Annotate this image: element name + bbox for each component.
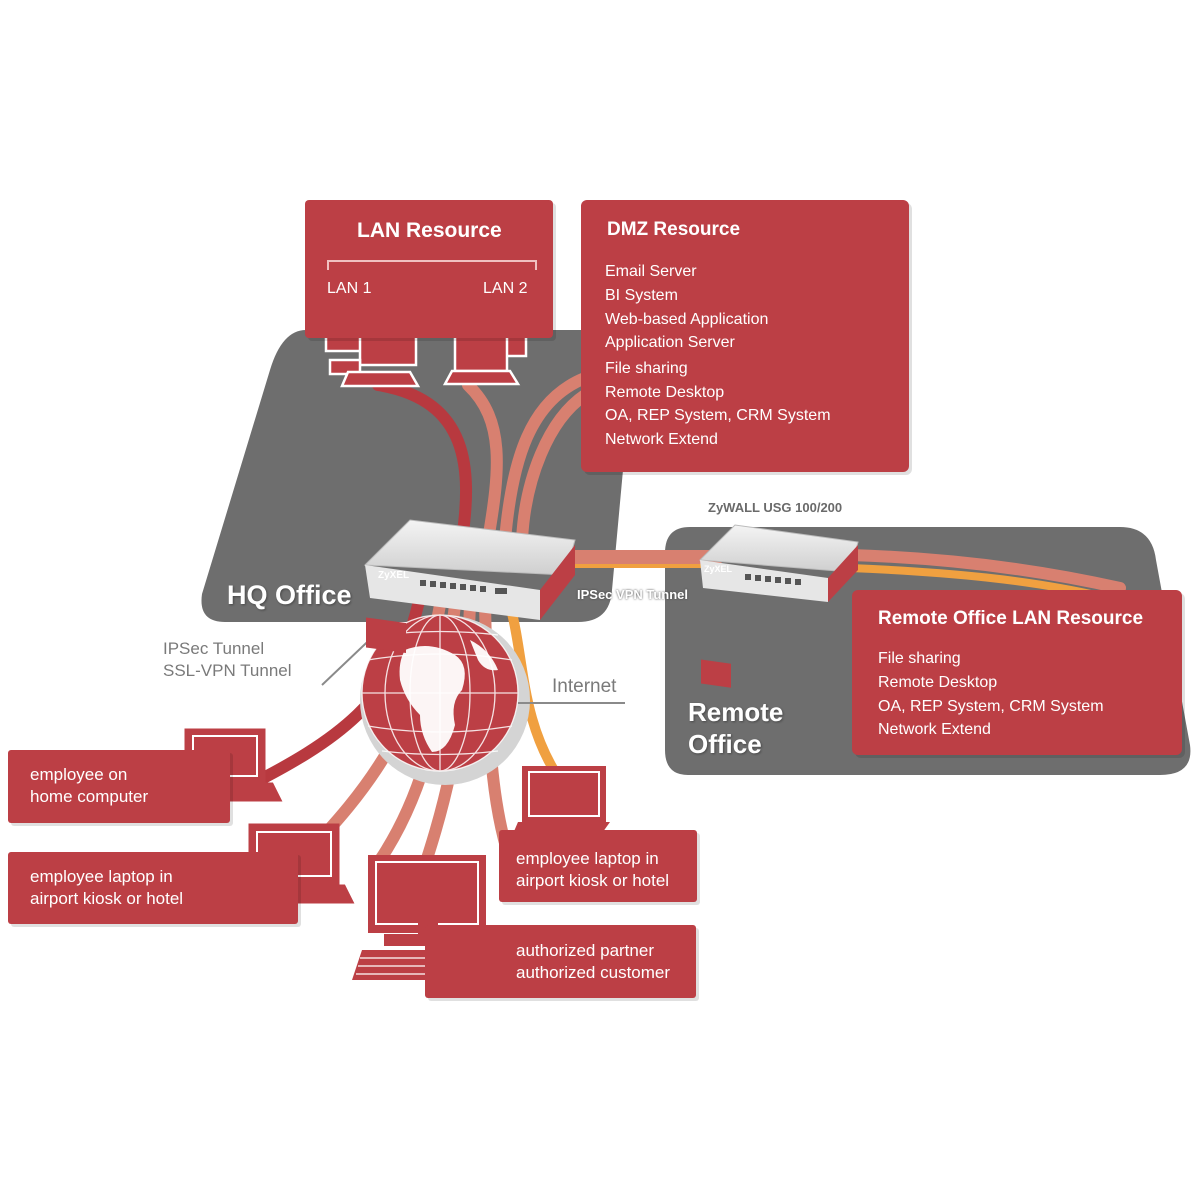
remote-device-label: ZyWALL USG 100/200	[708, 500, 843, 515]
dmz-item: Email Server	[605, 263, 697, 280]
dmz-item: Remote Desktop	[605, 384, 725, 401]
laptop-right-label-line1: employee laptop in	[516, 849, 659, 868]
remote-device	[698, 524, 859, 688]
dmz-resource-title: DMZ Resource	[607, 219, 741, 240]
remote-office-label-line2: Office	[688, 729, 762, 759]
right-laptop-icon	[512, 766, 610, 836]
tunnel-legend-line1: IPSec Tunnel	[163, 639, 265, 658]
hq-device-brand: ZyXEL	[378, 570, 410, 581]
tunnel-legend: IPSec Tunnel SSL-VPN Tunnel	[163, 638, 292, 682]
home-computer-box: employee on home computer	[8, 750, 230, 823]
partner-label-line2: authorized customer	[516, 963, 671, 982]
dmz-item: OA, REP System, CRM System	[605, 407, 831, 424]
tunnel-legend-line2: SSL-VPN Tunnel	[163, 661, 292, 680]
dmz-resource-box: DMZ Resource Email Server BI System Web-…	[581, 200, 909, 472]
dmz-item: Network Extend	[605, 431, 718, 448]
hq-device	[363, 519, 576, 654]
dmz-item: File sharing	[605, 360, 688, 377]
laptop-right-box: employee laptop in airport kiosk or hote…	[499, 830, 697, 902]
lan-resource-title: LAN Resource	[357, 219, 502, 242]
dmz-item: Web-based Application	[605, 311, 769, 328]
home-label-line1: employee on	[30, 765, 128, 784]
laptop-left-label-line1: employee laptop in	[30, 867, 173, 886]
partner-customer-box: authorized partner authorized customer	[425, 925, 696, 998]
lan1-label: LAN 1	[327, 280, 372, 297]
remote-office-label: Remote Office	[688, 696, 783, 760]
laptop-left-label-line2: airport kiosk or hotel	[30, 889, 184, 908]
laptop-left-box: employee laptop in airport kiosk or hote…	[8, 852, 298, 924]
laptop-right-label-line2: airport kiosk or hotel	[516, 871, 670, 890]
ipsec-vpn-tunnel-label: IPSec VPN Tunnel	[577, 587, 689, 602]
remote-item: OA, REP System, CRM System	[878, 698, 1104, 715]
remote-device-brand: ZyXEL	[704, 564, 733, 574]
internet-label: Internet	[552, 676, 617, 697]
internet-globe	[360, 614, 530, 785]
lan2-laptop-icon	[442, 318, 528, 386]
lan2-label: LAN 2	[483, 280, 528, 297]
remote-lan-resource-box: Remote Office LAN Resource File sharing …	[852, 590, 1182, 755]
home-label-line2: home computer	[30, 787, 149, 806]
dmz-item: BI System	[605, 287, 678, 304]
dmz-item: Application Server	[605, 334, 735, 351]
hq-office-label: HQ Office	[227, 580, 352, 610]
remote-item: Network Extend	[878, 721, 991, 738]
lan-tunnels	[372, 372, 591, 546]
remote-lan-resource-title: Remote Office LAN Resource	[878, 608, 1144, 629]
lan-resource-box: LAN Resource LAN 1 LAN 2	[305, 200, 553, 338]
remote-office-label-line1: Remote	[688, 697, 784, 727]
partner-label-line1: authorized partner	[516, 941, 654, 960]
lan-bracket	[327, 260, 537, 270]
remote-item: Remote Desktop	[878, 674, 998, 691]
remote-item: File sharing	[878, 650, 961, 667]
